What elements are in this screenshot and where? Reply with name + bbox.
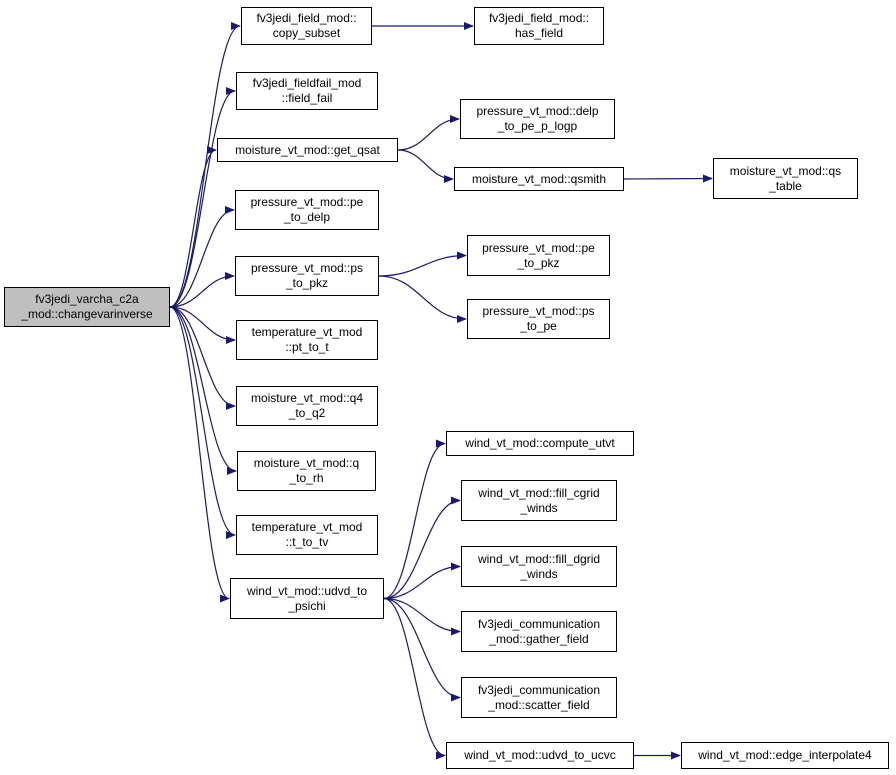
node-delp-to-pe-p-logp[interactable]: pressure_vt_mod::delp _to_pe_p_logp [460, 99, 615, 139]
node-t-to-tv[interactable]: temperature_vt_mod ::t_to_tv [236, 515, 378, 555]
node-line-2: has_field [514, 26, 564, 40]
node-line-2: _to_delp [283, 210, 331, 224]
edge-root-to-ps_to_pkz [169, 272, 235, 308]
node-line-1: moisture_vt_mod::get_qsat [235, 142, 380, 157]
node-line-2: _to_pe [520, 319, 557, 333]
node-line-2: _to_rh [289, 471, 324, 485]
node-line-1: wind_vt_mod::udvd_to_ucvc [464, 748, 616, 762]
node-line-1: wind_vt_mod::udvd_to [246, 583, 368, 598]
node-line-1: fv3jedi_communication [477, 682, 601, 697]
edge-root-to-field_fail [169, 87, 236, 308]
node-compute-utvt[interactable]: wind_vt_mod::compute_utvt [446, 431, 634, 456]
edge-root-to-udvd_to_psichi [169, 306, 230, 603]
node-line-1: temperature_vt_mod [251, 520, 363, 534]
node-q4-to-q2[interactable]: moisture_vt_mod::q4 _to_q2 [236, 386, 378, 426]
node-copy-subset[interactable]: fv3jedi_field_mod:: copy_subset [241, 7, 372, 45]
node-line-1: pressure_vt_mod::delp [476, 104, 599, 118]
edge-get_qsat-to-qsmith [397, 149, 454, 183]
node-line-1: pressure_vt_mod::pe [250, 195, 364, 209]
edge-root-to-pe_to_delp [169, 206, 235, 308]
edge-root-to-q4_to_q2 [169, 306, 236, 410]
node-line-2: _to_pkz [517, 255, 560, 270]
node-scatter-field[interactable]: fv3jedi_communication _mod::scatter_fiel… [461, 677, 617, 718]
node-pe-to-pkz[interactable]: pressure_vt_mod::pe _to_pkz [467, 235, 610, 276]
node-qsmith[interactable]: moisture_vt_mod::qsmith [454, 167, 624, 191]
node-ps-to-pkz[interactable]: pressure_vt_mod::ps _to_pkz [235, 256, 379, 296]
node-line-2: ::field_fail [281, 91, 333, 105]
node-line-1: moisture_vt_mod::q4 [250, 391, 364, 405]
node-line-1: fv3jedi_communication [477, 616, 601, 631]
node-fill-dgrid-winds[interactable]: wind_vt_mod::fill_dgrid _winds [461, 546, 617, 587]
node-line-1: wind_vt_mod::compute_utvt [465, 436, 615, 450]
node-line-1: pressure_vt_mod::ps [482, 304, 595, 318]
node-gather-field[interactable]: fv3jedi_communication _mod::gather_field [461, 611, 617, 652]
node-qs-table[interactable]: moisture_vt_mod::qs _table [713, 158, 858, 199]
edge-get_qsat-to-delp_to_pe_p_logp [397, 115, 460, 151]
node-udvd-to-psichi[interactable]: wind_vt_mod::udvd_to _psichi [230, 578, 384, 619]
node-root-changevarinverse: fv3jedi_varcha_c2a _mod::changevarinvers… [4, 287, 170, 327]
edge-udvd_to_psichi-to-fill_cgrid_winds [383, 496, 461, 600]
node-line-1: wind_vt_mod::fill_cgrid [478, 485, 600, 500]
node-q-to-rh[interactable]: moisture_vt_mod::q _to_rh [237, 451, 376, 491]
edge-qsmith-to-qs_table [623, 174, 713, 183]
edge-root-to-get_qsat [169, 146, 217, 308]
node-line-1: wind_vt_mod::edge_interpolate4 [698, 748, 872, 762]
node-has-field[interactable]: fv3jedi_field_mod:: has_field [474, 7, 604, 45]
node-ps-to-pe[interactable]: pressure_vt_mod::ps _to_pe [467, 299, 610, 339]
node-line-1: pressure_vt_mod::ps [250, 261, 364, 275]
node-line-2: _mod::gather_field [489, 631, 589, 646]
node-pe-to-delp[interactable]: pressure_vt_mod::pe _to_delp [235, 190, 379, 230]
node-fill-cgrid-winds[interactable]: wind_vt_mod::fill_cgrid _winds [461, 480, 617, 521]
edge-root-to-pt_to_t [169, 306, 236, 344]
node-line-2: _to_pkz [285, 276, 329, 290]
node-line-1: fv3jedi_fieldfail_mod [252, 76, 362, 90]
edge-udvd_to_psichi-to-fill_dgrid_winds [383, 562, 461, 600]
node-line-1: moisture_vt_mod::q [253, 456, 360, 470]
node-line-2: _to_q2 [288, 406, 326, 420]
node-line-1: wind_vt_mod::fill_dgrid [477, 551, 601, 566]
edge-root-to-t_to_tv [169, 306, 236, 539]
node-line-1: fv3jedi_field_mod:: [256, 11, 357, 25]
node-udvd-to-ucvc[interactable]: wind_vt_mod::udvd_to_ucvc [446, 742, 634, 769]
edge-udvd_to_psichi-to-gather_field [383, 597, 461, 636]
node-line-1: temperature_vt_mod [251, 325, 363, 339]
node-line-2: copy_subset [272, 26, 341, 40]
node-line-2: _winds [520, 566, 558, 581]
node-line-1: fv3jedi_field_mod:: [488, 11, 590, 25]
node-line-2: ::pt_to_t [285, 340, 329, 354]
node-edge-interpolate4[interactable]: wind_vt_mod::edge_interpolate4 [681, 742, 889, 769]
edge-root-to-q_to_rh [169, 306, 237, 475]
node-line-2: _winds [520, 500, 558, 515]
node-line-2: _psichi [288, 598, 326, 613]
node-line-2: _table [769, 178, 802, 193]
node-line-1: moisture_vt_mod::qsmith [471, 171, 607, 186]
node-line-1: fv3jedi_varcha_c2a [35, 292, 139, 306]
node-line-2: ::t_to_tv [285, 535, 329, 549]
node-line-1: moisture_vt_mod::qs [729, 163, 842, 178]
node-get-qsat[interactable]: moisture_vt_mod::get_qsat [217, 138, 398, 162]
edge-udvd_to_psichi-to-scatter_field [383, 597, 461, 702]
edge-ps_to_pkz-to-ps_to_pe [378, 275, 467, 323]
node-line-2: _mod::changevarinverse [21, 307, 153, 321]
node-field-fail[interactable]: fv3jedi_fieldfail_mod ::field_fail [236, 72, 378, 110]
node-pt-to-t[interactable]: temperature_vt_mod ::pt_to_t [236, 320, 378, 360]
edge-udvd_to_psichi-to-compute_utvt [383, 439, 446, 600]
node-line-2: _to_pe_p_logp [497, 119, 578, 133]
node-line-2: _mod::scatter_field [488, 697, 590, 712]
edge-ps_to_pkz-to-pe_to_pkz [378, 251, 467, 277]
node-line-1: pressure_vt_mod::pe [482, 240, 595, 255]
edge-udvd_to_psichi-to-udvd_to_ucvc [383, 597, 446, 760]
